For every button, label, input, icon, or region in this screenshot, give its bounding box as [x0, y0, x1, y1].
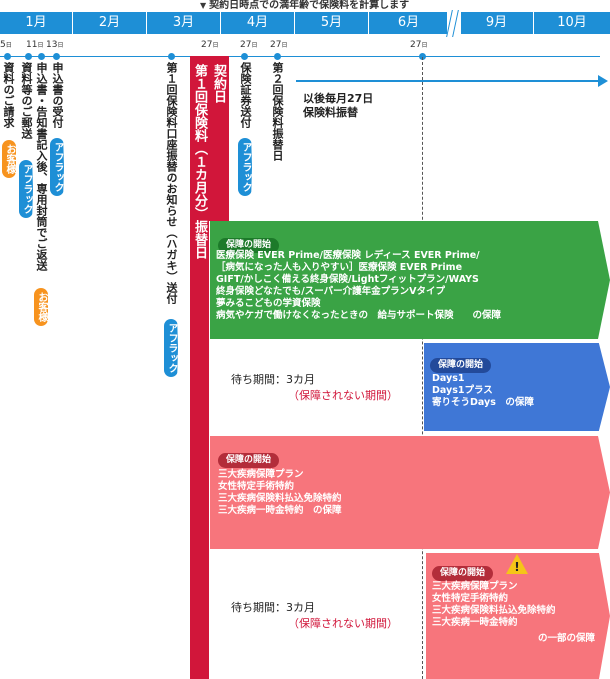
customer-badge-1: お客様: [2, 140, 16, 178]
month-1: 1月: [0, 12, 73, 34]
dot-notice: [168, 53, 175, 60]
monthly-text: 以後毎月27日 保険料振替: [303, 92, 374, 119]
month-5: 5月: [295, 12, 369, 34]
month-3: 3月: [147, 12, 221, 34]
triangle-down-icon: ▼: [200, 1, 207, 10]
request-docs-text: 資料のご請求: [2, 62, 15, 128]
customer-badge-2: お客様: [34, 288, 48, 326]
waiting-period-1: 待ち期間：3カ月 （保障されない期間）: [212, 343, 422, 431]
coverage-panel-pink-partial: 保障の開始 三大疾病保障プラン 女性特定手術特約 三大疾病保険料払込免除特約 三…: [426, 553, 610, 679]
warning-icon: !: [506, 553, 528, 575]
coverage-panel-blue: 保障の開始 Days1 Days1プラス 寄りそうDays の保障: [424, 343, 610, 431]
calc-note: ▼契約日時点での満年齢で保険料を計算します: [200, 0, 410, 11]
coverage-start-badge: 保障の開始: [218, 453, 280, 468]
coverage-panel-green: 保障の開始 医療保険 EVER Prime/医療保険 レディース EVER Pr…: [210, 221, 610, 339]
second-premium-text: 第２回保険料振替日: [271, 62, 284, 161]
date-11: 11日: [26, 40, 44, 50]
send-docs-text: 資料等のご郵送: [20, 62, 33, 139]
pink2-tail: の一部の保障: [538, 633, 596, 644]
date-27-apr-b: 27日: [270, 40, 288, 50]
timeline-break: [447, 10, 461, 37]
monthly-arrow-head: [598, 75, 608, 87]
first-premium-label: 第１回保険料（１カ月分）振替日: [192, 64, 207, 259]
month-6: 6月: [369, 12, 449, 34]
month-bar: 1月 2月 3月 4月 5月 6月 9月 10月: [0, 10, 610, 37]
dot-11b: [38, 53, 45, 60]
waiting-period-2: 待ち期間：3カ月 （保障されない期間）: [212, 553, 422, 679]
jun27-marker: [422, 57, 423, 679]
date-5: 5日: [0, 40, 12, 50]
date-27-mar: 27日: [201, 40, 219, 50]
pink-products: 三大疾病保障プラン 女性特定手術特約 三大疾病保険料払込免除特約 三大疾病一時金…: [218, 469, 342, 516]
fill-return-text: 申込書・告知書記入後、専用封筒でご返送: [35, 62, 48, 271]
aflac-badge-1: アフラック: [19, 160, 33, 218]
aflac-badge-3: アフラック: [164, 319, 178, 377]
coverage-start-badge: 保障の開始: [432, 566, 494, 581]
month-10: 10月: [557, 15, 587, 30]
coverage-panel-pink: 保障の開始 三大疾病保障プラン 女性特定手術特約 三大疾病保険料払込免除特約 三…: [210, 436, 610, 549]
receive-app-text: 申込書の受付: [51, 62, 64, 128]
date-13: 13日: [46, 40, 64, 50]
contract-label: 契約日: [211, 64, 226, 103]
green-products: 医療保険 EVER Prime/医療保険 レディース EVER Prime/ ［…: [216, 250, 502, 321]
aflac-badge-4: アフラック: [238, 138, 252, 196]
coverage-start-badge: 保障の開始: [218, 238, 280, 253]
aflac-badge-2: アフラック: [50, 138, 64, 196]
policy-send-text: 保険証券送付: [239, 62, 252, 128]
month-2: 2月: [73, 12, 147, 34]
dot-jun27: [419, 53, 426, 60]
timeline-line: [0, 56, 600, 57]
dot-11: [25, 53, 32, 60]
contract-bar: 契約日: [209, 56, 229, 221]
month-9: 9月: [460, 12, 534, 34]
dot-second: [274, 53, 281, 60]
month-4: 4月: [221, 12, 295, 34]
coverage-start-badge: 保障の開始: [430, 358, 492, 373]
date-27-apr: 27日: [240, 40, 258, 50]
dot-13: [53, 53, 60, 60]
first-notice-text: 第１回保険料口座振替のお知らせ（ハガキ）送付: [165, 62, 178, 304]
monthly-arrow-line: [296, 80, 598, 82]
date-27-jun: 27日: [410, 40, 428, 50]
first-premium-bar: 第１回保険料（１カ月分）振替日: [190, 56, 209, 679]
dot-5: [4, 53, 11, 60]
pink2-products: 三大疾病保障プラン 女性特定手術特約 三大疾病保険料払込免除特約 三大疾病一時金…: [432, 581, 556, 628]
blue-products: Days1 Days1プラス 寄りそうDays の保障: [432, 373, 534, 408]
dot-policy: [241, 53, 248, 60]
